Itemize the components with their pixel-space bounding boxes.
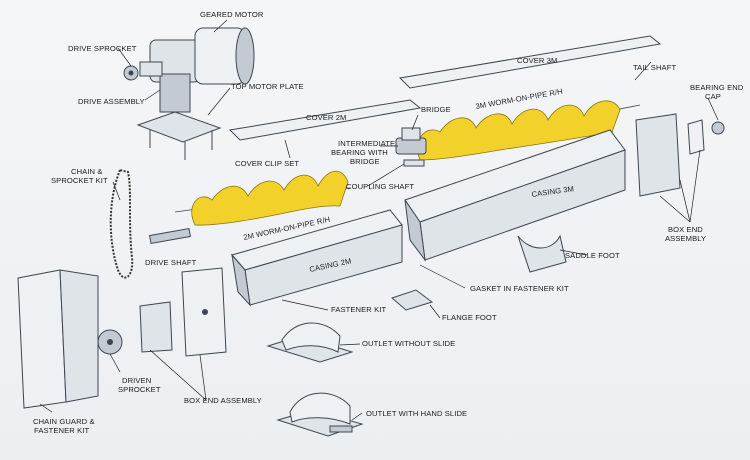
label-cover-clip-set: COVER CLIP SET xyxy=(235,159,299,168)
label-saddle-foot: SADDLE FOOT xyxy=(565,251,620,260)
worm-3m-auger xyxy=(409,100,641,161)
coupling-shaft xyxy=(403,159,425,167)
label-drive-sprocket: DRIVE SPROCKET xyxy=(68,44,137,53)
label-worm-3m: 3M WORM-ON-PIPE R/H xyxy=(475,87,564,111)
intermediate-bearing xyxy=(395,127,427,155)
label-chain-guard-1: CHAIN GUARD & xyxy=(33,417,95,426)
saddle-foot xyxy=(517,234,567,273)
label-driven-sprocket-2: SPROCKET xyxy=(118,385,161,394)
chain-loop xyxy=(109,168,134,279)
outlet-with-hand-slide xyxy=(276,392,364,437)
geared-motor xyxy=(139,27,255,113)
outlet-without-slide xyxy=(266,322,354,363)
label-outlet-hand-slide: OUTLET WITH HAND SLIDE xyxy=(366,409,467,418)
label-cover-3m: COVER 3M xyxy=(517,56,557,65)
label-gasket: GASKET IN FASTENER KIT xyxy=(470,284,569,293)
driven-sprocket xyxy=(97,329,123,355)
label-geared-motor: GEARED MOTOR xyxy=(200,10,264,19)
cover-3m xyxy=(398,35,662,89)
casing-3m xyxy=(404,129,626,262)
label-intermediate-2: BEARING WITH xyxy=(331,148,388,157)
label-chain-guard-2: FASTENER KIT xyxy=(34,426,89,435)
top-motor-plate xyxy=(136,111,222,160)
drive-sprocket xyxy=(123,65,139,81)
labels: GEARED MOTOR DRIVE SPROCKET DRIVE ASSEMB… xyxy=(33,10,744,435)
worm-2m-auger xyxy=(149,170,351,244)
label-tail-shaft: TAIL SHAFT xyxy=(633,63,676,72)
box-end-assembly-right xyxy=(635,113,725,197)
casing-2m xyxy=(231,209,403,307)
label-box-end-right-2: ASSEMBLY xyxy=(665,234,706,243)
flange-foot xyxy=(391,289,434,311)
label-chain-kit-2: SPROCKET KIT xyxy=(51,176,108,185)
box-end-assembly-left xyxy=(139,267,227,357)
label-bearing-end-cap-1: BEARING END xyxy=(690,83,744,92)
label-fastener-kit: FASTENER KIT xyxy=(331,305,386,314)
label-bridge: BRIDGE xyxy=(421,105,451,114)
label-outlet-without-slide: OUTLET WITHOUT SLIDE xyxy=(362,339,455,348)
label-cover-2m: COVER 2M xyxy=(306,113,346,122)
label-intermediate-3: BRIDGE xyxy=(350,157,380,166)
label-bearing-end-cap-2: CAP xyxy=(705,92,721,101)
chain-guard xyxy=(17,269,99,409)
label-box-end-right-1: BOX END xyxy=(668,225,703,234)
label-drive-shaft: DRIVE SHAFT xyxy=(145,258,197,267)
label-top-motor-plate: TOP MOTOR PLATE xyxy=(231,82,304,91)
label-box-end-left: BOX END ASSEMBLY xyxy=(184,396,262,405)
label-drive-assembly: DRIVE ASSEMBLY xyxy=(78,97,145,106)
label-flange-foot: FLANGE FOOT xyxy=(442,313,497,322)
leader-lines xyxy=(39,19,719,421)
label-driven-sprocket-1: DRIVEN xyxy=(122,376,151,385)
label-coupling-shaft: COUPLING SHAFT xyxy=(346,182,414,191)
label-chain-kit-1: CHAIN & xyxy=(71,167,103,176)
label-intermediate-1: INTERMEDIATE xyxy=(338,139,395,148)
cover-2m xyxy=(228,99,422,141)
